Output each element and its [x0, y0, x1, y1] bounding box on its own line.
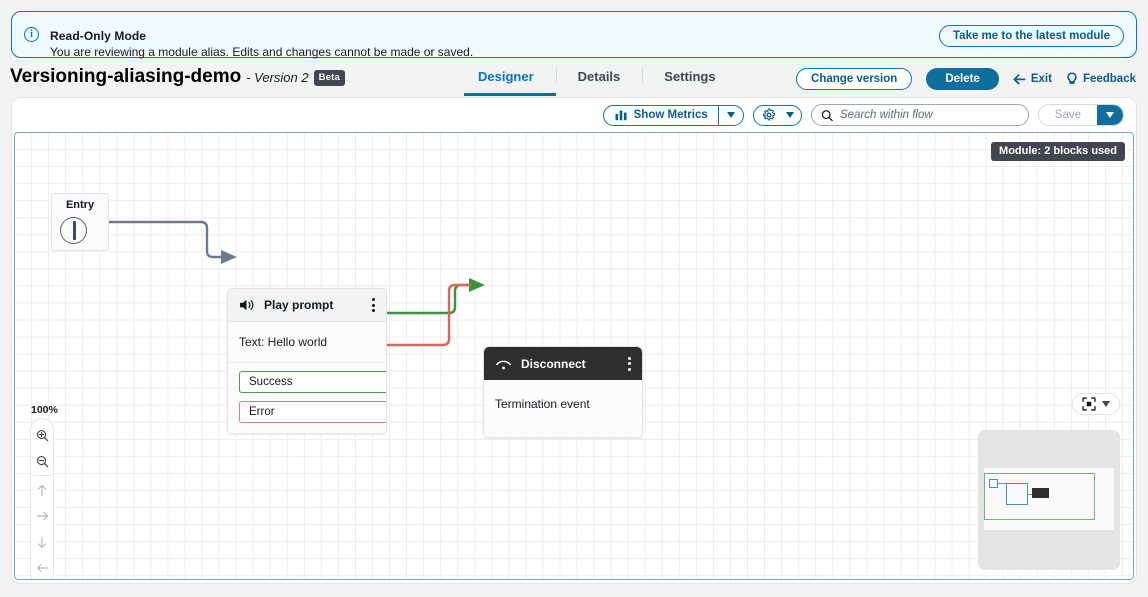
- node-play-prompt[interactable]: Play prompt Text: Hello world Success Er…: [227, 288, 387, 434]
- designer-card: Show Metrics Sa: [11, 97, 1137, 584]
- tab-designer[interactable]: Designer: [464, 66, 556, 96]
- speaker-icon: [240, 299, 254, 311]
- search-input[interactable]: [832, 109, 1028, 121]
- exit-label: Exit: [1030, 73, 1052, 85]
- fit-screen-icon: [1082, 397, 1096, 411]
- minimap[interactable]: [978, 430, 1120, 570]
- entry-node-label: Entry: [65, 199, 95, 211]
- chevron-down-icon: [1106, 112, 1114, 118]
- minimap-selection-box: [984, 473, 1095, 520]
- show-metrics-dropdown-button[interactable]: [717, 105, 743, 125]
- beta-badge: Beta: [313, 70, 346, 86]
- module-version: - Version 2: [246, 70, 309, 85]
- zoom-in-button[interactable]: [30, 422, 54, 448]
- arrow-up-icon: [37, 484, 47, 496]
- arrow-right-icon: [36, 511, 48, 521]
- info-circle-icon: i: [24, 27, 39, 42]
- arrow-left-icon: [36, 563, 48, 573]
- entry-circle-icon: [60, 217, 87, 244]
- port-error[interactable]: Error: [239, 401, 386, 423]
- zoom-out-button[interactable]: [30, 448, 54, 474]
- fit-to-screen-button[interactable]: [1072, 393, 1120, 415]
- read-only-banner: i Read-Only Mode You are reviewing a mod…: [11, 11, 1137, 59]
- chevron-down-icon: [726, 112, 735, 118]
- pan-right-button[interactable]: [30, 503, 54, 529]
- play-prompt-body: Text: Hello world: [228, 322, 386, 363]
- pan-left-button[interactable]: [30, 555, 54, 579]
- zoom-in-icon: [36, 429, 48, 441]
- zoom-level-label: 100%: [31, 404, 58, 416]
- lightbulb-icon: [1067, 72, 1077, 85]
- banner-subtitle: You are reviewing a module alias. Edits …: [50, 45, 474, 59]
- header-actions: Change version Delete Exit Feedback: [796, 68, 1136, 90]
- disconnect-menu-icon[interactable]: [628, 356, 631, 371]
- module-name: Versioning-aliasing-demo: [10, 66, 242, 87]
- pan-down-button[interactable]: [30, 529, 54, 555]
- chevron-down-icon: [786, 112, 795, 118]
- disconnect-header[interactable]: Disconnect: [484, 347, 642, 380]
- search-icon: [821, 109, 833, 121]
- search-within-flow[interactable]: [810, 104, 1029, 126]
- disconnect-icon: [496, 360, 511, 369]
- bar-chart-icon: [615, 110, 627, 121]
- take-me-to-latest-module-button[interactable]: Take me to the latest module: [939, 25, 1124, 47]
- minimap-edge-1: [998, 483, 1007, 485]
- chevron-down-icon: [1102, 401, 1110, 407]
- show-metrics-label: Show Metrics: [633, 109, 708, 121]
- change-version-button[interactable]: Change version: [796, 68, 913, 90]
- play-prompt-header[interactable]: Play prompt: [228, 289, 386, 322]
- minimap-node-disconnect: [1032, 488, 1049, 498]
- zoom-out-icon: [36, 455, 48, 467]
- feedback-label: Feedback: [1082, 73, 1136, 85]
- entry-bar-icon: [73, 221, 76, 240]
- zoom-controls: [30, 418, 54, 579]
- show-metrics-button[interactable]: Show Metrics: [604, 106, 718, 125]
- banner-title: Read-Only Mode: [50, 29, 147, 43]
- tab-bar: Designer Details Settings: [464, 66, 738, 96]
- save-split-button: Save: [1037, 104, 1124, 126]
- feedback-button[interactable]: Feedback: [1066, 72, 1136, 86]
- delete-button[interactable]: Delete: [926, 68, 999, 90]
- exit-button[interactable]: Exit: [1013, 73, 1052, 85]
- arrow-down-icon: [37, 536, 47, 548]
- canvas-settings-dropdown-button[interactable]: [780, 106, 801, 125]
- module-blocks-badge: Module: 2 blocks used: [991, 142, 1125, 161]
- arrow-left-icon: [1013, 73, 1026, 84]
- pan-up-button[interactable]: [30, 477, 54, 503]
- canvas-settings-button[interactable]: [754, 106, 780, 125]
- show-metrics-split-button: Show Metrics: [602, 104, 744, 126]
- canvas-settings-split-button: [752, 104, 802, 126]
- disconnect-body: Termination event: [495, 397, 590, 411]
- canvas-toolbar: Show Metrics Sa: [12, 98, 1136, 132]
- play-prompt-menu-icon[interactable]: [372, 298, 375, 312]
- play-prompt-ports: Success Error: [228, 363, 386, 433]
- port-success[interactable]: Success: [239, 371, 386, 393]
- node-entry[interactable]: Entry: [51, 193, 109, 251]
- tab-settings[interactable]: Settings: [642, 66, 737, 96]
- disconnect-title: Disconnect: [521, 356, 586, 371]
- zoom-divider: [33, 475, 51, 476]
- flow-canvas[interactable]: Module: 2 blocks used Entry: [14, 132, 1134, 580]
- save-button[interactable]: Save: [1038, 105, 1097, 125]
- node-disconnect[interactable]: Disconnect Termination event: [483, 346, 643, 438]
- save-dropdown-button[interactable]: [1097, 105, 1123, 125]
- tab-details[interactable]: Details: [555, 66, 643, 96]
- minimap-node-entry: [989, 479, 998, 488]
- gear-icon: [762, 108, 775, 121]
- minimap-node-play-prompt: [1006, 483, 1028, 505]
- page-title: Versioning-aliasing-demo - Version 2 Bet…: [10, 66, 346, 88]
- play-prompt-title: Play prompt: [264, 298, 334, 312]
